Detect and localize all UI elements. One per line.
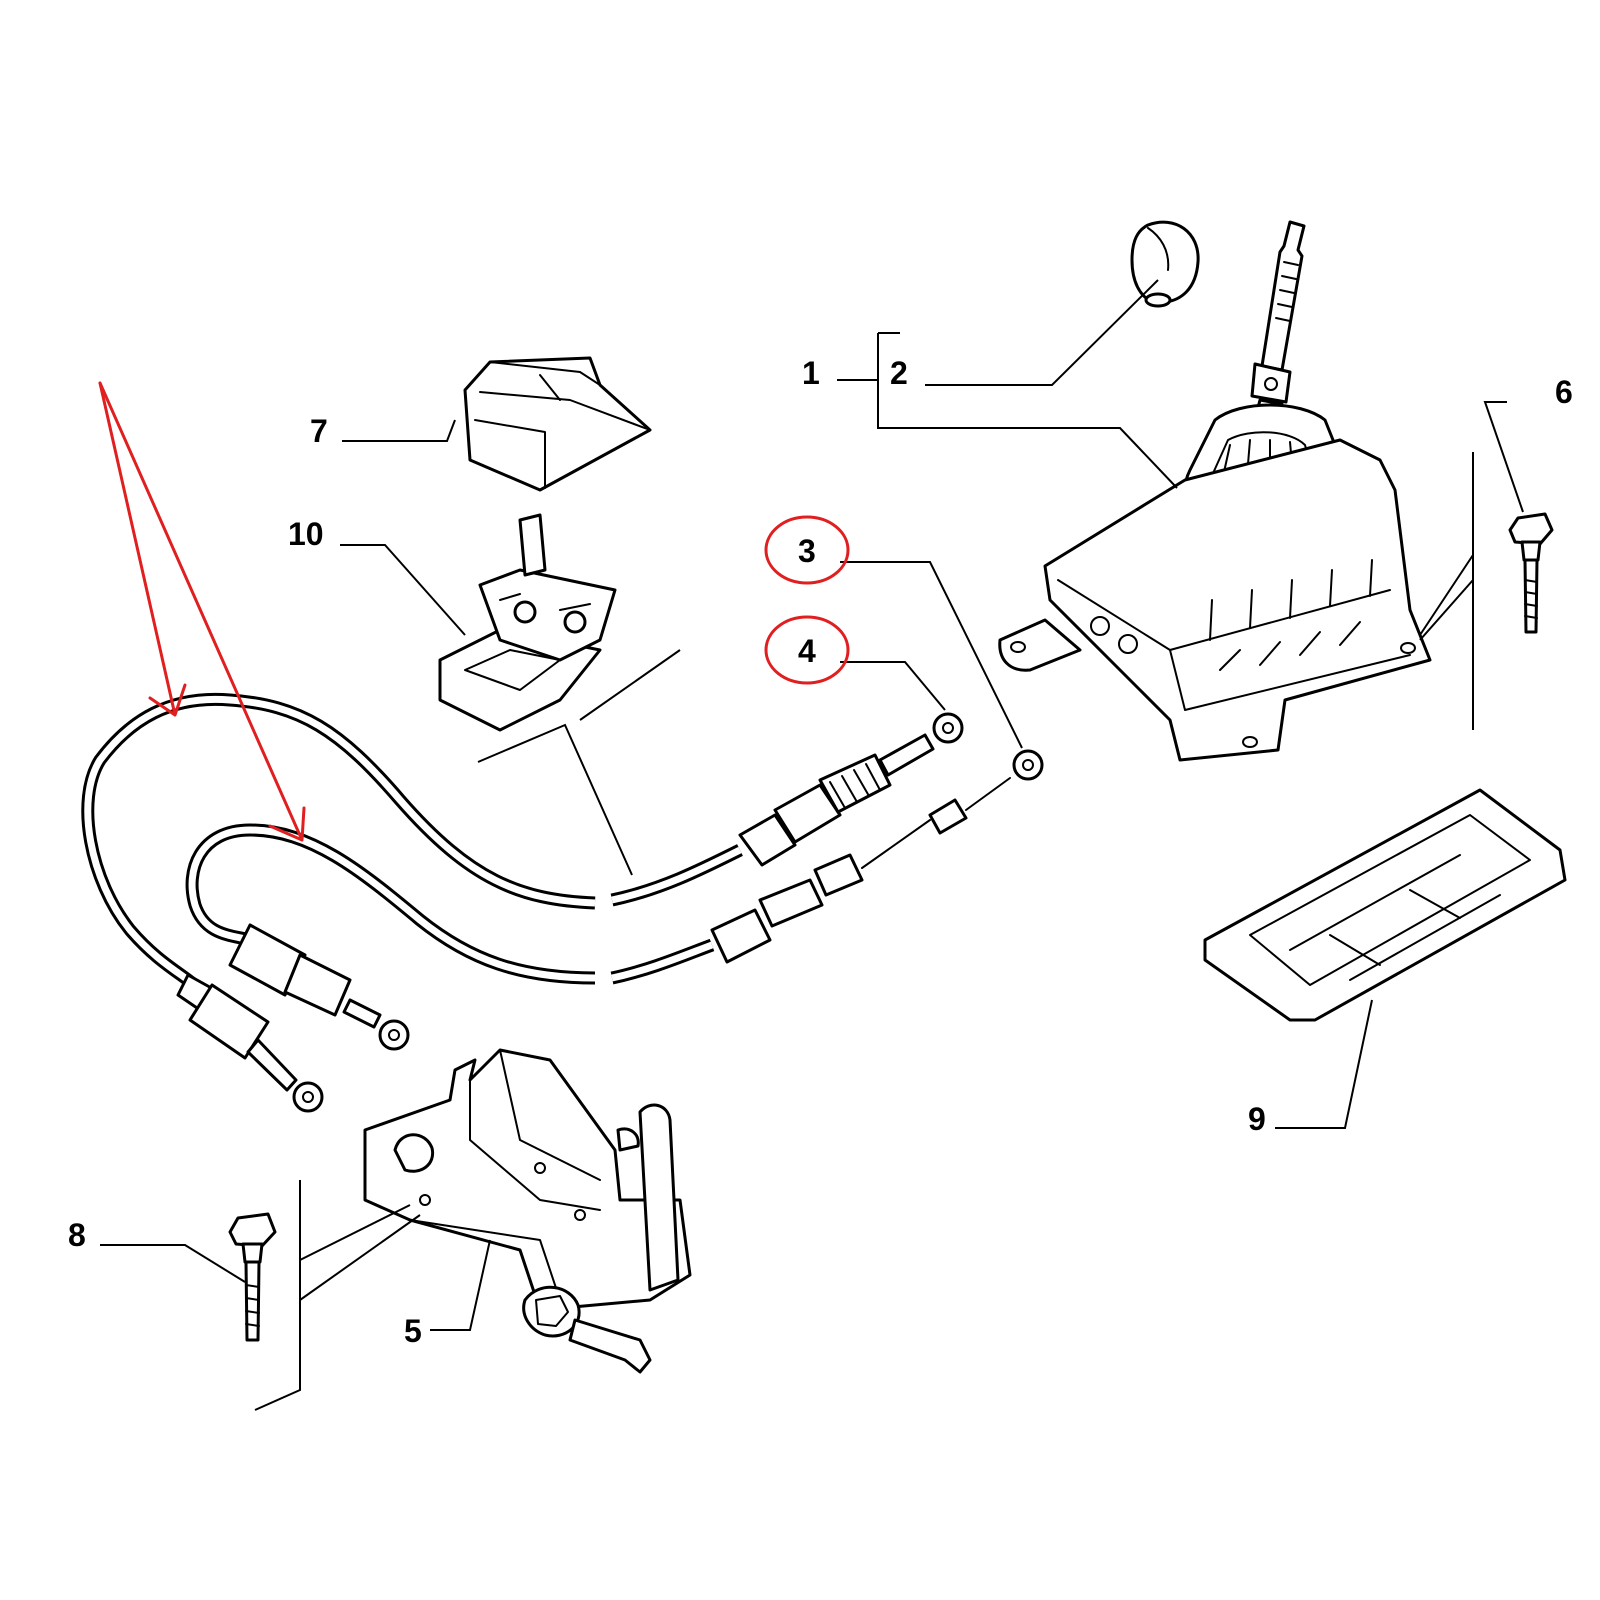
highlight-circle-4 [764,615,850,685]
bolt-icon [228,1212,277,1342]
callout-1: 1 [802,355,820,391]
highlight-circle-3 [764,515,850,585]
callout-8: 8 [68,1217,86,1253]
callout-4: 4 [798,633,816,669]
bolt-icon [1508,512,1554,634]
callout-7: 7 [310,413,328,449]
annotation-arrows [98,381,306,842]
callout-3: 3 [798,533,816,569]
gear-knob-icon [1130,220,1200,308]
base-plate-icon [1203,788,1567,1022]
gear-lever-housing-icon [998,220,1432,762]
callout-10: 10 [288,516,324,552]
callout-5: 5 [404,1313,422,1349]
boot-cover-icon [463,356,652,492]
callout-numbers: 1 2 3 4 5 6 7 8 9 10 [68,355,1573,1349]
callout-6: 6 [1555,374,1573,410]
callout-9: 9 [1248,1101,1266,1137]
arrow-to-shift-cable [98,381,187,717]
cable-bracket-icon [363,1048,692,1374]
shift-cable-icon [81,692,964,1113]
arrow-to-select-cable [98,381,306,842]
callout-2: 2 [890,355,908,391]
leader-lines [100,279,1524,1411]
cable-clip-icon [438,513,617,732]
select-cable-icon [185,749,1044,1051]
